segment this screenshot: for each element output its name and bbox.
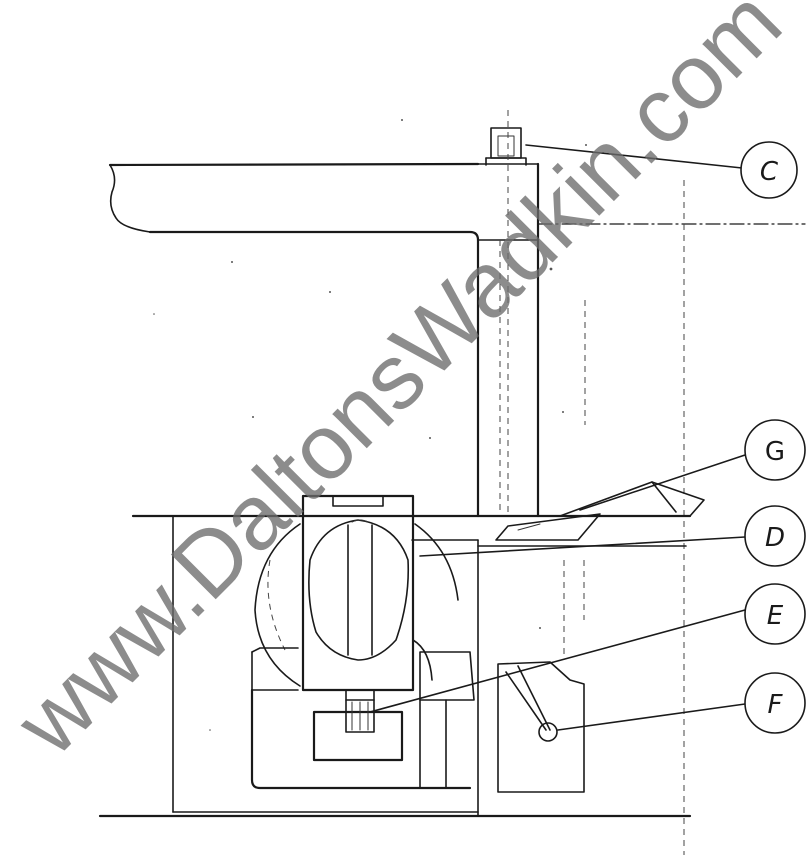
callout-g-label: G [765, 437, 785, 467]
motor-housing [254, 494, 459, 692]
side-housing-right [412, 639, 475, 789]
column [476, 110, 540, 518]
callout-f: F [744, 672, 806, 734]
callout-e: E [744, 583, 806, 645]
clamp-bolt [485, 127, 527, 166]
callout-e-label: E [767, 601, 784, 631]
callout-c-label: C [760, 157, 779, 187]
leader-lines [369, 144, 746, 731]
side-housing-left [250, 647, 472, 790]
adjuster-block [497, 661, 585, 793]
callout-g: G [744, 419, 806, 481]
callout-f-label: F [768, 690, 784, 720]
overarm [108, 162, 806, 242]
watermark-text: www.DaltonsWadkin.com [0, 0, 801, 775]
spindle-nut [312, 689, 404, 762]
base-frame [98, 539, 692, 818]
callout-c: C [740, 141, 798, 199]
callout-d-label: D [765, 523, 785, 553]
fence-guide [495, 481, 705, 541]
paper-specks [153, 119, 587, 731]
callout-d: D [744, 505, 806, 567]
table [131, 514, 692, 813]
